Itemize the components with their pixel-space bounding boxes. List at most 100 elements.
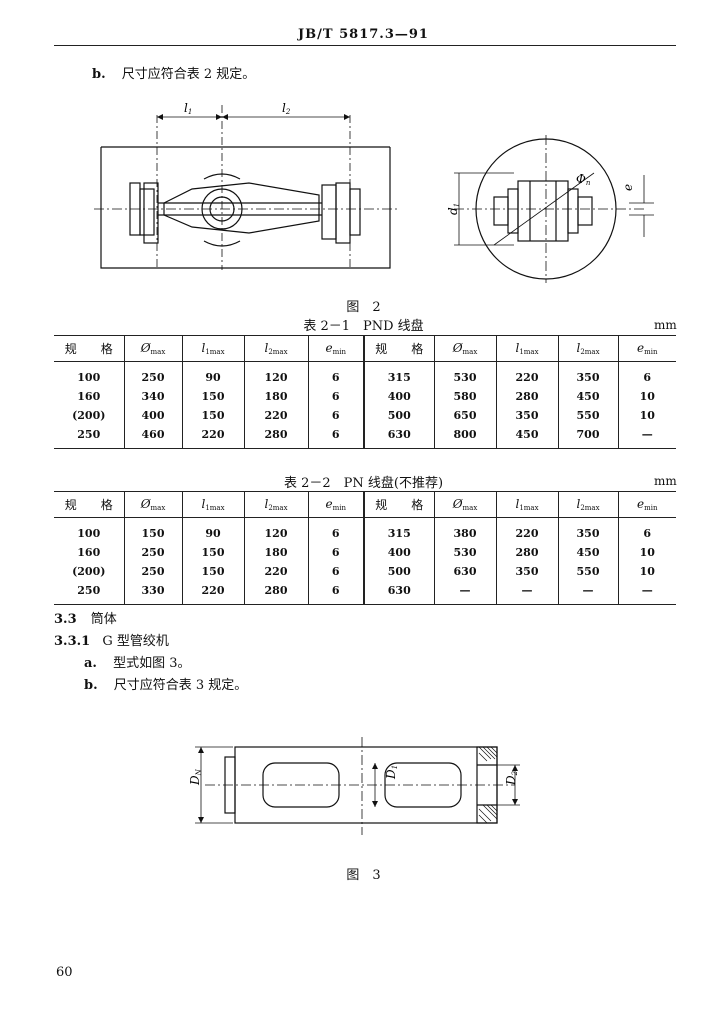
cell: — (617, 581, 676, 605)
item-marker: b. (92, 67, 106, 82)
cell: 10 (617, 387, 676, 406)
cell: 315 (363, 361, 434, 387)
cell: 280 (243, 581, 308, 605)
page-number: 60 (56, 965, 73, 980)
cell: 10 (617, 406, 676, 425)
cell: 330 (123, 581, 182, 605)
cell: 150 (123, 517, 182, 543)
cell: 220 (181, 581, 244, 605)
col-l1max-2: l1max (495, 335, 558, 362)
cell: 350 (495, 406, 558, 425)
cell: 250 (123, 562, 182, 581)
cell: 460 (123, 425, 182, 449)
cell: 450 (557, 543, 618, 562)
table-2-1-title: 表 2－1 PND 线盘 (303, 319, 424, 334)
cell: 350 (557, 361, 618, 387)
cell: 6 (307, 406, 364, 425)
cell: (200) (72, 565, 106, 578)
cell: 450 (495, 425, 558, 449)
section-3-3-1: 3.3.1 G 型管绞机 (54, 630, 169, 649)
table-header-row: 规 格 Ømax l1max l2max emin 规 格 Ømax l1max… (54, 491, 676, 518)
cell: 10 (617, 562, 676, 581)
header-rule (54, 45, 676, 46)
cell: 550 (557, 406, 618, 425)
table-2-1-unit: mm (654, 318, 677, 332)
figure-3-drawing: DN D1 D2 (188, 737, 520, 835)
cell: 350 (495, 562, 558, 581)
d1-label: d1 (446, 203, 461, 215)
cell: 6 (307, 517, 364, 543)
cell: 120 (243, 517, 308, 543)
cell: 500 (363, 406, 434, 425)
cell: 380 (433, 517, 496, 543)
cell: 800 (433, 425, 496, 449)
section-title: G 型管绞机 (102, 634, 169, 649)
cell: 580 (433, 387, 496, 406)
cell: 180 (243, 543, 308, 562)
cell: — (617, 425, 676, 449)
cell: 220 (243, 562, 308, 581)
cell: 530 (433, 543, 496, 562)
cell: — (557, 581, 618, 605)
col-spec-2: 规 格 (363, 335, 434, 362)
cell: 630 (363, 425, 434, 449)
cell: 280 (495, 543, 558, 562)
cell: — (433, 581, 496, 605)
standard-number: JB/T 5817.3—91 (298, 27, 429, 42)
l2-label: l2 (282, 101, 291, 116)
item-b: b. 尺寸应符合表 3 规定。 (84, 674, 247, 693)
cell: 6 (307, 425, 364, 449)
cell: 530 (433, 361, 496, 387)
col-l1max-2: l1max (495, 491, 558, 518)
cell: 120 (243, 361, 308, 387)
d1-label: D1 (384, 765, 399, 780)
cell: — (495, 581, 558, 605)
col-l2max: l2max (243, 335, 308, 362)
figure-2-caption: 图 2 (346, 300, 381, 315)
cell: 340 (123, 387, 182, 406)
cell: 6 (617, 517, 676, 543)
col-emin-2: emin (617, 335, 676, 362)
l1-label: l1 (184, 101, 192, 116)
cell: 100 (77, 527, 101, 540)
item-text: 尺寸应符合表 3 规定。 (113, 678, 248, 693)
cell: 700 (557, 425, 618, 449)
section-number: 3.3 (54, 612, 77, 627)
cell: 150 (181, 406, 244, 425)
cell: 220 (495, 517, 558, 543)
col-spec: 规 格 (54, 335, 124, 362)
table-2-2-title: 表 2－2 PN 线盘(不推荐) (283, 476, 444, 491)
cell: 6 (307, 562, 364, 581)
d2-label: D2 (504, 770, 519, 786)
cell: 630 (363, 581, 434, 605)
col-l2max-2: l2max (557, 491, 618, 518)
item-a: a. 型式如图 3。 (84, 652, 191, 671)
cell: 90 (181, 361, 244, 387)
col-l2max-2: l2max (557, 335, 618, 362)
cell: 160 (77, 390, 101, 403)
cell: 160 (77, 546, 101, 559)
col-dmax: Ømax (123, 491, 182, 518)
table-2-2: 规 格 Ømax l1max l2max emin 规 格 Ømax l1max… (54, 491, 676, 605)
dn-label: DN (188, 768, 203, 786)
cell: 250 (123, 361, 182, 387)
col-spec: 规 格 (54, 491, 124, 518)
cell: 400 (363, 543, 434, 562)
cell: 450 (557, 387, 618, 406)
cell: 350 (557, 517, 618, 543)
col-emin: emin (307, 335, 364, 362)
cell: 400 (363, 387, 434, 406)
cell: 6 (617, 361, 676, 387)
table-header-row: 规 格 Ømax l1max l2max emin 规 格 Ømax l1max… (54, 335, 676, 362)
cell: 6 (307, 581, 364, 605)
phi-label: Φn (576, 172, 591, 187)
cell: 220 (243, 406, 308, 425)
table-2-1: 规 格 Ømax l1max l2max emin 规 格 Ømax l1max… (54, 335, 676, 449)
col-l1max: l1max (181, 335, 244, 362)
item-text: 尺寸应符合表 2 规定。 (121, 67, 256, 82)
